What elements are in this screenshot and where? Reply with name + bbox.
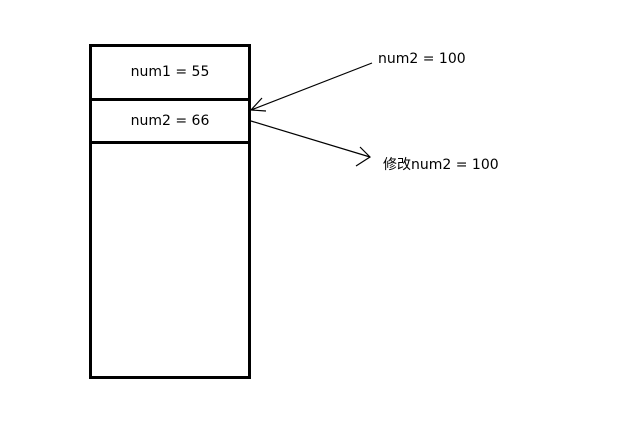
modify-arrow-head	[355, 146, 371, 167]
cell-divider	[92, 141, 248, 144]
modify-value-label: 修改num2 = 100	[383, 157, 499, 173]
incoming-arrow	[249, 62, 373, 112]
modify-arrow-shaft	[250, 120, 371, 158]
incoming-arrow-head	[249, 97, 267, 112]
stack-cell-num1: num1 = 55	[130, 64, 210, 80]
cell-divider	[92, 98, 248, 101]
stack-cell-num2: num2 = 66	[130, 113, 210, 129]
stack-frame: num1 = 55 num2 = 66	[89, 44, 251, 379]
incoming-arrow-shaft	[250, 62, 373, 111]
incoming-value-label: num2 = 100	[378, 51, 466, 67]
modify-arrow	[250, 120, 371, 167]
